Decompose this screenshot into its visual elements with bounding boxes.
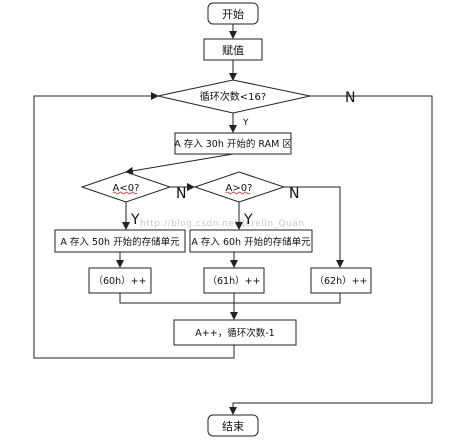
arrow-cond2-no bbox=[284, 186, 344, 268]
loop-condition-diamond bbox=[157, 79, 311, 114]
update-label: A++，循环次数-1 bbox=[195, 327, 274, 339]
a-lt-zero-label: A<0? bbox=[113, 183, 140, 194]
end-label: 结束 bbox=[222, 420, 244, 433]
loop-condition-label: 循环次数<16? bbox=[200, 90, 266, 103]
spellcheck-underline-1 bbox=[112, 191, 138, 195]
end-terminal bbox=[207, 414, 259, 437]
start-terminal bbox=[207, 2, 259, 25]
arrow-loop-back bbox=[33, 92, 235, 359]
assign-label: 赋值 bbox=[222, 44, 244, 57]
inc-60h-box bbox=[88, 267, 152, 294]
assign-box bbox=[203, 38, 263, 61]
update-box bbox=[173, 319, 297, 346]
a-gt-zero-diamond bbox=[193, 171, 286, 203]
merge-line bbox=[119, 293, 341, 304]
store-60h-box bbox=[189, 229, 313, 253]
watermark: http://blog.csdn.net/Jerelin_Quan bbox=[140, 219, 305, 229]
arrow-loop-no bbox=[229, 95, 433, 415]
spellcheck-underline-2 bbox=[225, 191, 251, 195]
store-ram-label: A 存入 30h 开始的 RAM 区 bbox=[174, 138, 292, 150]
store-ram-box bbox=[174, 132, 292, 155]
arrow-ram-cond1 bbox=[125, 153, 234, 175]
lt0-no-label: N bbox=[176, 186, 186, 202]
loop-yes-label: Y bbox=[242, 118, 249, 128]
a-lt-zero-diamond bbox=[80, 171, 172, 203]
gt0-no-label: N bbox=[289, 186, 299, 202]
store-50h-label: A 存入 50h 开始的存储单元 bbox=[60, 236, 180, 248]
start-label: 开始 bbox=[222, 7, 244, 21]
inc-61h-box bbox=[203, 267, 265, 294]
inc-62h-box bbox=[310, 267, 372, 294]
lt0-yes-label: Y bbox=[130, 212, 140, 228]
inc-62h-label: （62h）++ bbox=[314, 275, 367, 287]
loop-no-label: N bbox=[345, 90, 355, 106]
a-gt-zero-label: A>0? bbox=[226, 183, 253, 194]
inc-61h-label: （61h）++ bbox=[207, 275, 260, 287]
gt0-yes-label: Y bbox=[243, 212, 253, 228]
store-50h-box bbox=[54, 229, 186, 253]
inc-60h-label: （60h）++ bbox=[93, 275, 146, 287]
store-60h-label: A 存入 60h 开始的存储单元 bbox=[191, 236, 311, 248]
